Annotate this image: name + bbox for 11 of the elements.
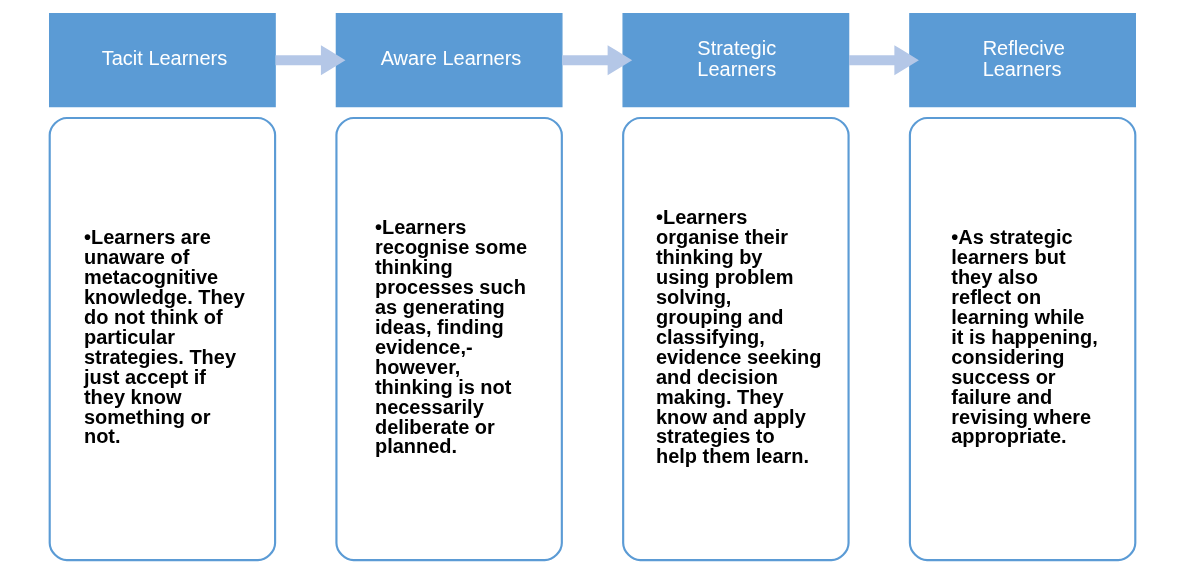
arrow [848, 45, 919, 76]
node-box: •As strategic learners but they also reflect on learning while it is happening, considering success or failure and revising where appropriate. [908, 116, 1136, 562]
arrow [561, 45, 632, 76]
node-box: Tacit Learners [48, 13, 276, 108]
node-box: •Learners recognise some thinking processes such as generating ideas, finding evidence,- however, thinking is not necessarily deliberate or planned. [334, 116, 563, 562]
node-box: •Learners are unaware of metacognitive knowledge. They do not think of particular strategies. They just accept if they know something or not. [48, 116, 276, 562]
node-box: Strategic Learners [621, 13, 849, 108]
node-box: •Learners organise their thinking by using problem solving, grouping and classifying, evidence seeking and decision making. They know and apply strategies to help them learn. [621, 116, 850, 562]
node-box: Aware Learners [335, 13, 563, 108]
node-box: Reflecive Learners [908, 13, 1136, 108]
arrow [275, 45, 345, 76]
